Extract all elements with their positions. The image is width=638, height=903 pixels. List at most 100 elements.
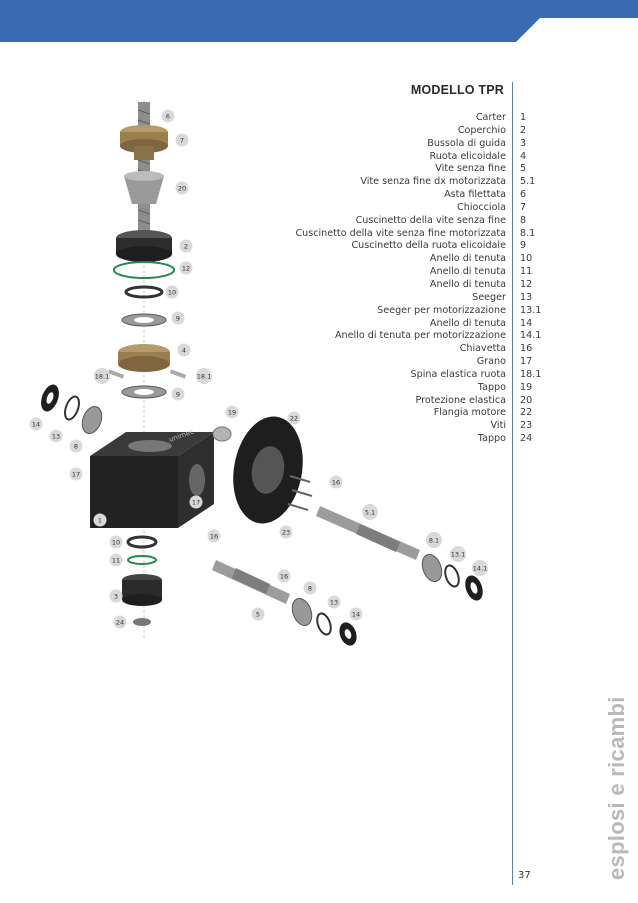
svg-text:16: 16 <box>332 478 340 486</box>
part-row: Bussola di guida 3 <box>280 138 560 151</box>
svg-text:17: 17 <box>72 470 80 478</box>
part-name: Chiavetta <box>459 343 506 355</box>
svg-text:14: 14 <box>352 610 360 618</box>
callout-5-1: 5.1 <box>362 504 378 520</box>
callout-22: 22 <box>287 411 301 425</box>
svg-text:5: 5 <box>256 610 260 618</box>
part-number: 17 <box>520 356 533 368</box>
part-number: 9 <box>520 240 527 252</box>
page-number: 37 <box>518 870 531 881</box>
part-name: Viti <box>490 420 506 432</box>
callout-13: 13 <box>327 595 341 609</box>
motor-flange <box>233 416 303 524</box>
callout-1: 1 <box>93 513 107 527</box>
part-name: Tappo <box>477 433 506 445</box>
part-number: 5.1 <box>520 176 536 188</box>
callout-14: 14 <box>349 607 363 621</box>
part-number: 14 <box>520 317 533 329</box>
part-name: Flangia motore <box>433 407 506 419</box>
svg-text:4: 4 <box>182 346 186 354</box>
part-number: 22 <box>520 407 533 419</box>
callout-10: 10 <box>165 285 179 299</box>
svg-text:9: 9 <box>176 390 180 398</box>
part-number: 13.1 <box>520 304 542 316</box>
part-name: Coperchio <box>457 124 506 136</box>
callout-3: 3 <box>109 589 123 603</box>
part-number: 4 <box>520 150 527 162</box>
part-row: Grano 17 <box>280 356 560 369</box>
callout-17: 17 <box>69 467 83 481</box>
svg-text:18.1: 18.1 <box>197 372 211 380</box>
callout-16: 16 <box>277 569 291 583</box>
part-number: 5 <box>520 163 527 175</box>
svg-text:13: 13 <box>52 432 60 440</box>
callout-7: 7 <box>175 133 189 147</box>
svg-text:8.1: 8.1 <box>429 536 439 544</box>
callout-24: 24 <box>113 615 127 629</box>
callout-20: 20 <box>175 181 189 195</box>
model-title: MODELLO TPR <box>410 83 504 97</box>
part-number: 19 <box>520 381 533 393</box>
callout-23: 23 <box>279 525 293 539</box>
callout-16: 16 <box>329 475 343 489</box>
callout-18-1: 18.1 <box>94 368 110 384</box>
part-name: Spina elastica ruota <box>410 368 506 380</box>
part-name: Grano <box>476 356 506 368</box>
bellows <box>124 171 164 204</box>
callout-4: 4 <box>177 343 191 357</box>
part-row: Flangia motore 22 <box>280 407 560 420</box>
header-band <box>0 0 638 42</box>
svg-text:11: 11 <box>112 556 120 564</box>
svg-text:6: 6 <box>166 112 170 120</box>
part-number: 8.1 <box>520 227 536 239</box>
part-row: Anello di tenuta 10 <box>280 253 560 266</box>
part-name: Bussola di guida <box>427 137 506 149</box>
part-number: 13 <box>520 291 533 303</box>
part-name: Anello di tenuta <box>429 266 506 278</box>
svg-text:14: 14 <box>32 420 40 428</box>
callout-13-1: 13.1 <box>450 546 466 562</box>
svg-text:22: 22 <box>290 414 298 422</box>
callout-12: 12 <box>179 261 193 275</box>
part-number: 3 <box>520 137 527 149</box>
callout-11: 11 <box>109 553 123 567</box>
bronze-nut <box>120 125 168 160</box>
svg-text:14.1: 14.1 <box>473 564 487 572</box>
part-name: Anello di tenuta <box>429 253 506 265</box>
part-name: Anello di tenuta <box>429 317 506 329</box>
part-name: Seeger <box>472 291 506 303</box>
callout-14: 14 <box>29 417 43 431</box>
svg-text:1: 1 <box>98 516 102 524</box>
part-number: 16 <box>520 343 533 355</box>
svg-text:10: 10 <box>168 288 176 296</box>
part-number: 10 <box>520 253 533 265</box>
part-name: Anello di tenuta <box>429 278 506 290</box>
callout-8-1: 8.1 <box>426 532 442 548</box>
svg-text:20: 20 <box>178 184 186 192</box>
part-name: Tappo <box>477 381 506 393</box>
callout-14-1: 14.1 <box>472 560 488 576</box>
svg-text:8: 8 <box>74 442 78 450</box>
part-name: Anello di tenuta per motorizzazione <box>334 330 506 342</box>
part-name: Cuscinetto della vite senza fine motoriz… <box>295 227 506 239</box>
svg-text:5.1: 5.1 <box>365 508 375 516</box>
part-name: Cuscinetto della vite senza fine <box>355 214 506 226</box>
svg-text:19: 19 <box>228 408 236 416</box>
motorized-worm-shaft <box>316 506 483 601</box>
part-name: Protezione elastica <box>415 394 506 406</box>
worm-wheel <box>118 344 170 372</box>
